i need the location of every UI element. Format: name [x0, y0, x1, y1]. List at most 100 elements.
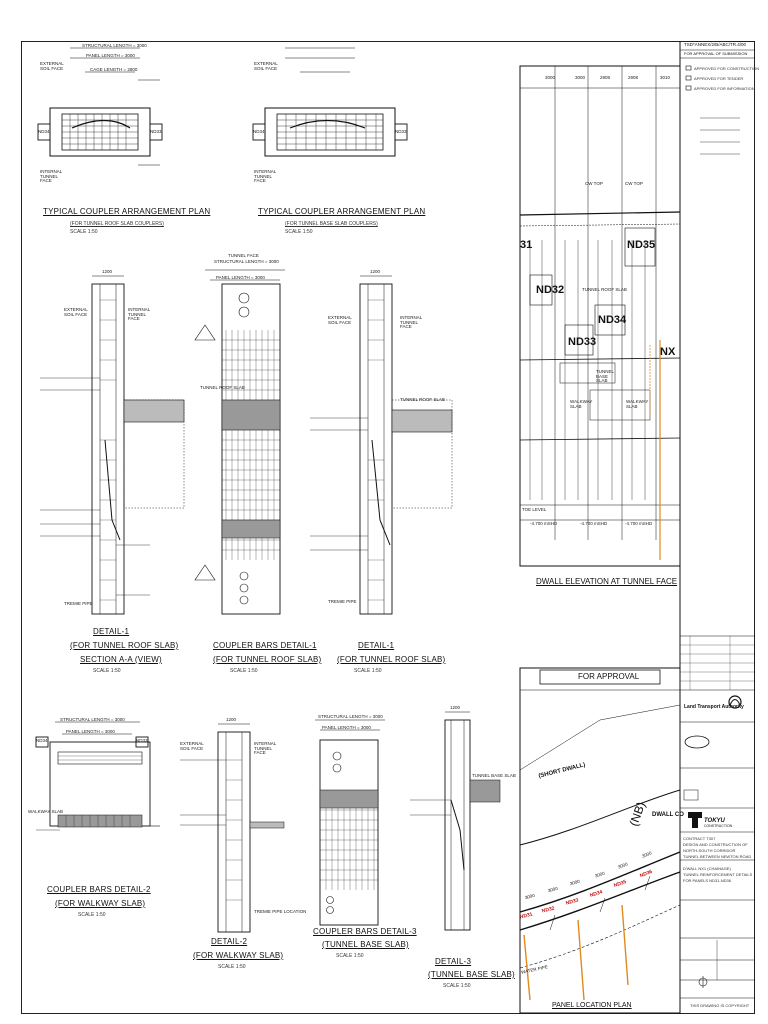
- plan1-int-face: INTERNAL TUNNEL FACE: [40, 169, 63, 183]
- plan1-drawing: [37, 47, 163, 166]
- coupler2-struct-len: STRUCTURAL LENGTH = 3000: [60, 717, 125, 722]
- samsung-logo: [684, 735, 710, 749]
- detail1a-line3: SECTION A-A (VIEW): [80, 655, 162, 664]
- coupler1-line2: (FOR TUNNEL ROOF SLAB): [213, 655, 322, 664]
- coupler1-panel-len: PANEL LENGTH = 3000: [216, 275, 265, 280]
- header-ref: TSD*ANNEX/2/B/ABC/TR.4/00: [684, 42, 747, 47]
- coupler2-scale: SCALE 1:50: [78, 912, 106, 918]
- drawing-title-3: FOR PANELS ND31-ND36: [683, 878, 731, 883]
- check-label-3: APPROVED FOR INFORMATION: [694, 86, 755, 91]
- tokyu-logo: [688, 812, 702, 828]
- elev-dim-5: 3010: [660, 75, 671, 80]
- plan2-int-face: INTERNAL TUNNEL FACE: [254, 169, 277, 183]
- panel-plan-banner: FOR APPROVAL: [578, 672, 640, 681]
- detail1a-ext-face: EXTERNAL SOIL FACE: [64, 307, 88, 317]
- plan1-neighbor-tag: ND33: [150, 129, 162, 134]
- plan1-title: TYPICAL COUPLER ARRANGEMENT PLAN: [43, 207, 211, 216]
- plan1-subtitle: (FOR TUNNEL ROOF SLAB COUPLERS): [70, 221, 164, 227]
- plan2-title: TYPICAL COUPLER ARRANGEMENT PLAN: [258, 207, 426, 216]
- elev-partial-left: 31: [520, 239, 533, 251]
- authority-name: Land Transport Authority: [684, 704, 744, 710]
- detail3-width: 1200: [450, 705, 461, 710]
- coupler3-title: COUPLER BARS DETAIL-3: [313, 927, 417, 936]
- elev-base-slab: TUNNEL BASE SLAB: [596, 369, 614, 383]
- detail1b-bottom: TREMIE PIPE: [328, 599, 357, 604]
- plan1-panel-len: PANEL LENGTH = 3000: [86, 53, 135, 58]
- detail1b-width: 1200: [370, 269, 381, 274]
- elev-toe: TOE LEVEL: [522, 507, 547, 512]
- detail3-line2: (TUNNEL BASE SLAB): [428, 970, 515, 979]
- plan1-cage-len: CAGE LENGTH = 2800: [90, 67, 138, 72]
- coupler2-walkway: WALKWAY SLAB: [28, 809, 64, 814]
- detail2-int-face: INTERNAL TUNNEL FACE: [254, 741, 277, 755]
- detail3-scale: SCALE 1:50: [443, 983, 471, 989]
- check-label-2: APPROVED FOR TENDER: [694, 76, 744, 81]
- coupler2-panel-len: PANEL LENGTH = 3000: [66, 729, 115, 734]
- check-label-1: APPROVED FOR CONSTRUCTION: [694, 66, 760, 71]
- elev-level-2: -4.700 mSHD: [580, 521, 608, 526]
- coupler2-tag-right: ND33: [136, 738, 148, 743]
- elev-walkway-1: WALKWAY SLAB: [570, 399, 593, 409]
- plan2-scale: SCALE 1:50: [285, 229, 313, 235]
- contract-no: CONTRACT T307: [683, 836, 716, 841]
- coupler3-line2: (TUNNEL BASE SLAB): [322, 940, 409, 949]
- contractor-sub: CONSTRUCTION: [704, 824, 733, 828]
- detail1b-ext-face: EXTERNAL SOIL FACE: [328, 315, 352, 325]
- panel-plan-title: PANEL LOCATION PLAN: [552, 1002, 632, 1009]
- coupler1-title: COUPLER BARS DETAIL-1: [213, 641, 317, 650]
- contractor-name: TOKYU: [704, 818, 725, 824]
- desc-line-1: DESIGN AND CONSTRUCTION OF: [683, 842, 748, 847]
- elevation-title: DWALL ELEVATION AT TUNNEL FACE: [536, 577, 678, 586]
- detail1a-title: DETAIL-1: [93, 627, 130, 636]
- north-arrow-icon: [698, 976, 708, 988]
- detail1b-drawing: [310, 275, 453, 615]
- detail3-drawing: [410, 711, 501, 931]
- coupler1-struct-len: STRUCTURAL LENGTH = 3000: [214, 259, 279, 264]
- elev-level-1: -4.700 mSHD: [530, 521, 558, 526]
- plan1-struct-len: STRUCTURAL LENGTH = 3000: [82, 43, 147, 48]
- titleblock-footer: THIS DRAWING IS COPYRIGHT: [690, 1003, 750, 1008]
- coupler3-panel-len: PANEL LENGTH = 3000: [322, 725, 371, 730]
- elev-panel-nd35: ND35: [627, 239, 656, 251]
- elev-cw-top-1: CW TOP: [585, 181, 603, 186]
- drawing-sheet: [21, 41, 755, 1014]
- coupler2-tag-left: ND34: [36, 738, 48, 743]
- detail1a-int-face: INTERNAL TUNNEL FACE: [128, 307, 151, 321]
- desc-line-2: NORTH-SOUTH CORRIDOR: [683, 848, 736, 853]
- detail1a-drawing: [40, 275, 185, 615]
- drawing-title-1: D'WALL NX1 (CHAINAGE): [683, 866, 731, 871]
- detail1a-scale: SCALE 1:50: [93, 668, 121, 674]
- coupler2-drawing: [35, 721, 160, 831]
- titleblock-grid: [679, 41, 755, 1014]
- coupler2-line2: (FOR WALKWAY SLAB): [55, 899, 146, 908]
- coupler3-scale: SCALE 1:50: [336, 953, 364, 959]
- detail3-title: DETAIL-3: [435, 957, 472, 966]
- detail2-line2: (FOR WALKWAY SLAB): [193, 951, 284, 960]
- header-note: FOR APPROVAL OF SUBMISSION: [684, 51, 748, 56]
- detail2-drawing: [180, 723, 285, 933]
- plan2-panel-tag: ND34: [253, 129, 265, 134]
- elev-panel-nd33: ND33: [568, 336, 597, 348]
- desc-line-3: TUNNEL BETWEEN NEWTON ROAD: [683, 854, 752, 859]
- plan2-drawing: [252, 47, 408, 157]
- detail1a-width: 1200: [102, 269, 113, 274]
- plan1-ext-face: EXTERNAL SOIL FACE: [40, 61, 64, 71]
- coupler1-tunnel-face: TUNNEL FACE: [228, 253, 259, 258]
- detail1b-scale: SCALE 1:50: [354, 668, 382, 674]
- coupler3-struct-len: STRUCTURAL LENGTH = 3000: [318, 714, 383, 719]
- coupler2-title: COUPLER BARS DETAIL-2: [47, 885, 151, 894]
- detail1a-line2: (FOR TUNNEL ROOF SLAB): [70, 641, 179, 650]
- detail3-base-slab: TUNNEL BASE SLAB: [472, 773, 516, 778]
- plan2-subtitle: (FOR TUNNEL BASE SLAB COUPLERS): [285, 221, 378, 227]
- detail1b-roof-slab: TUNNEL ROOF SLAB: [400, 397, 445, 402]
- elev-dim-3: 2908: [600, 75, 611, 80]
- elevation-drawing: [519, 65, 681, 567]
- elev-dim-4: 2908: [628, 75, 639, 80]
- elev-dim-2: 3000: [575, 75, 586, 80]
- elev-level-3: -4.700 mSHD: [625, 521, 653, 526]
- elev-cw-top-2: CW TOP: [625, 181, 643, 186]
- elev-roof-slab: TUNNEL ROOF SLAB: [582, 287, 627, 292]
- drawing-title-2: TUNNEL REINFORCEMENT DETAILS: [683, 872, 753, 877]
- plan1-scale: SCALE 1:50: [70, 229, 98, 235]
- detail1b-int-face: INTERNAL TUNNEL FACE: [400, 315, 423, 329]
